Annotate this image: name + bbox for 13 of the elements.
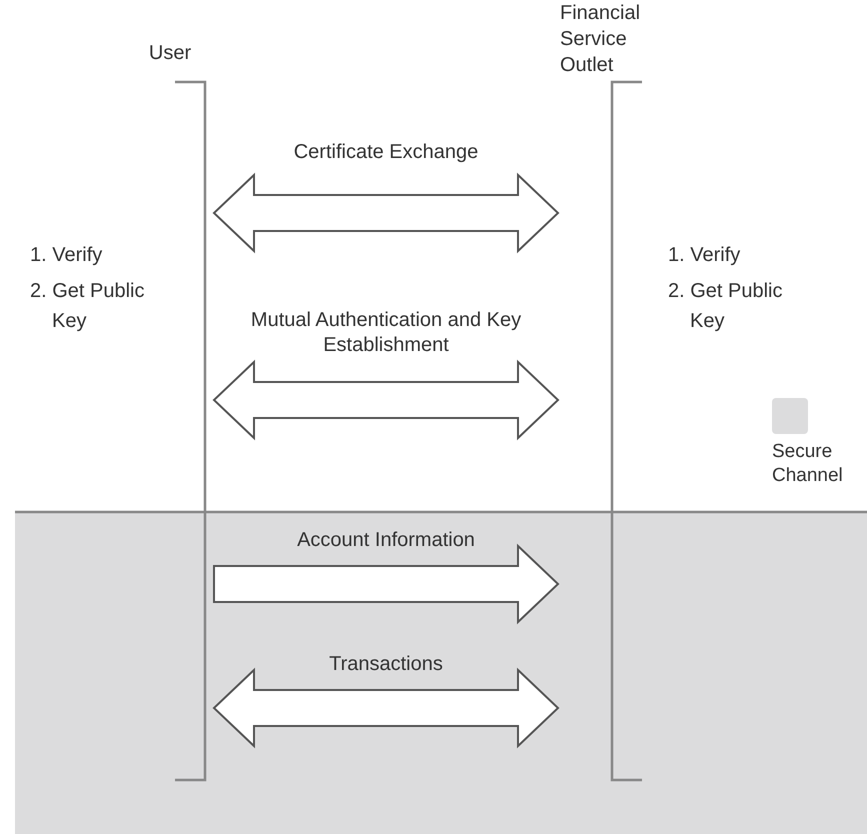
step-note: 1. Verify xyxy=(30,243,104,268)
double-block-arrow xyxy=(212,668,560,748)
step-note: 1. Verify xyxy=(668,243,742,268)
step-note: 2. Get Public Key xyxy=(668,279,784,334)
edge-label: Mutual Authentication and Key Establishment xyxy=(250,308,522,358)
step-note: 2. Get Public Key xyxy=(30,279,146,334)
double-block-arrow xyxy=(212,172,560,254)
legend-label: Secure Channel xyxy=(772,440,844,488)
edge-label: Certificate Exchange xyxy=(292,140,480,165)
edge-label: Account Information xyxy=(296,528,476,553)
double-block-arrow xyxy=(212,360,560,440)
edge-label: Transactions xyxy=(328,652,444,677)
block-arrow xyxy=(213,544,560,624)
